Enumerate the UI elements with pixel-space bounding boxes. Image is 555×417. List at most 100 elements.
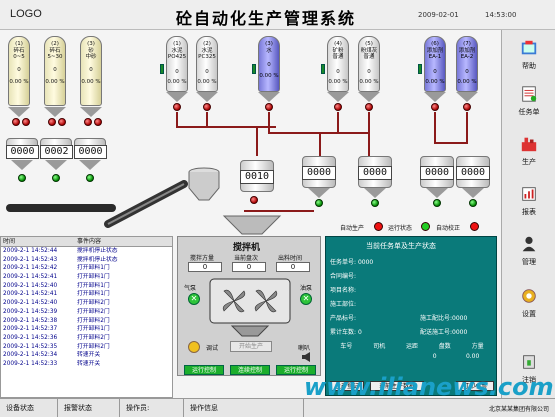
sidebar-help-button[interactable]: 帮助	[506, 34, 552, 74]
valve-indicator[interactable]	[371, 199, 379, 207]
logo: LOGO	[10, 8, 42, 20]
valve-indicator[interactable]	[12, 118, 20, 126]
mixer-volume-field[interactable]: 0	[188, 262, 222, 272]
level-gauge	[321, 64, 325, 74]
sidebar-logout-button[interactable]: 注销	[506, 348, 552, 388]
continuous-control-button[interactable]: 连续控制	[230, 365, 270, 375]
log-time: 2009-2-1 14:52:36	[3, 334, 58, 341]
report-icon	[522, 187, 536, 201]
valve-indicator[interactable]	[431, 103, 439, 111]
status-light-label: 运行状态	[388, 225, 413, 232]
sidebar-task-button[interactable]: 任务单	[506, 80, 552, 120]
mixer-current-field[interactable]: 0	[232, 262, 266, 272]
powder-silo: (5) 粉煤灰 普通 0 0.00 %	[358, 36, 380, 92]
valve-indicator[interactable]	[52, 174, 60, 182]
valve-indicator[interactable]	[365, 103, 373, 111]
mixer-time-field[interactable]: 0	[276, 262, 310, 272]
task-col: 司机	[373, 343, 386, 350]
current-data-button[interactable]: 当前生产数据	[370, 381, 424, 391]
sidebar-settings-button[interactable]: 设置	[506, 282, 552, 322]
watermark: www.ilianews.com	[304, 373, 554, 401]
feed-pipe	[176, 112, 178, 126]
sidebar-manage-button[interactable]: 管理	[506, 230, 552, 270]
manage-icon	[522, 236, 536, 252]
additive-silo: (7) 添加剂 EA-2 0 0.00 %	[456, 36, 478, 92]
valve-indicator[interactable]	[265, 103, 273, 111]
feed-pipe	[268, 112, 270, 132]
status-light-label: 自动生产	[340, 225, 365, 232]
feed-pipe	[337, 112, 339, 132]
silo-value: 0	[267, 62, 271, 68]
task-cell: 0	[432, 353, 437, 360]
log-content: 打开卸料2门	[77, 317, 110, 324]
sidebar-report-button[interactable]: 报表	[506, 180, 552, 220]
air-pump-toggle[interactable]: ✕	[188, 293, 200, 305]
page-title: 砼自动化生产管理系统	[176, 9, 357, 28]
start-production-button[interactable]: 开始生产	[230, 341, 272, 352]
hopper-cone	[45, 160, 67, 170]
silo-spec: 0~5	[13, 54, 25, 60]
valve-indicator[interactable]	[469, 199, 477, 207]
horn-label: 喇叭	[298, 345, 311, 352]
status-alarm: 报警状态	[58, 399, 120, 417]
valve-indicator[interactable]	[48, 118, 56, 126]
production-register-button[interactable]: 生产登记	[330, 381, 364, 391]
sidebar-manage-label: 管理	[522, 258, 536, 266]
silo-value: 0	[367, 68, 371, 75]
run-control-button[interactable]: 运行控制	[184, 365, 224, 375]
task-label: 累计车数:	[330, 329, 357, 336]
log-content: 打开卸料2门	[77, 300, 110, 307]
oil-pump-toggle[interactable]: ✕	[300, 293, 312, 305]
task-row: 施工配比号:0000	[420, 313, 467, 322]
valve-indicator[interactable]	[203, 103, 211, 111]
task-cell: 0.00	[465, 353, 480, 360]
valve-indicator[interactable]	[86, 174, 94, 182]
silo-value: 0	[89, 66, 93, 73]
silo-spec: 中砂	[85, 54, 97, 60]
aggregate-silo: (3) 砂 中砂 0 0.00 %	[80, 36, 102, 106]
task-col: 运距	[405, 343, 418, 350]
silo-no: (1)	[15, 41, 23, 47]
valve-indicator[interactable]	[173, 103, 181, 111]
status-device: 设备状态	[0, 399, 58, 417]
event-log-header: 时间 事件内容	[1, 237, 172, 247]
valve-indicator[interactable]	[84, 118, 92, 126]
sidebar-production-button[interactable]: 生产	[506, 130, 552, 170]
log-content: 打开卸料1门	[77, 274, 110, 281]
debug-indicator[interactable]	[188, 341, 200, 353]
valve-indicator[interactable]	[94, 118, 102, 126]
run-control-button-2[interactable]: 运行控制	[276, 365, 316, 375]
silo-name: 水	[266, 47, 272, 54]
scale-readout: 0000	[74, 145, 107, 159]
valve-indicator[interactable]	[334, 103, 342, 111]
print-ticket-button[interactable]: 打印小票	[456, 381, 494, 391]
valve-indicator[interactable]	[463, 103, 471, 111]
mixer-current-label: 当前盘次	[234, 255, 259, 262]
valve-indicator[interactable]	[250, 196, 258, 204]
valve-indicator[interactable]	[315, 199, 323, 207]
task-value: 0000	[357, 259, 374, 266]
valve-indicator[interactable]	[433, 199, 441, 207]
logout-icon	[523, 355, 535, 369]
aggregate-silo: (2) 碎石 5~30 0 0.00 %	[44, 36, 66, 106]
valve-indicator[interactable]	[22, 118, 30, 126]
feed-pipe	[368, 112, 370, 156]
valve-indicator[interactable]	[18, 174, 26, 182]
valve-indicator[interactable]	[58, 118, 66, 126]
horn-icon[interactable]	[300, 351, 312, 363]
